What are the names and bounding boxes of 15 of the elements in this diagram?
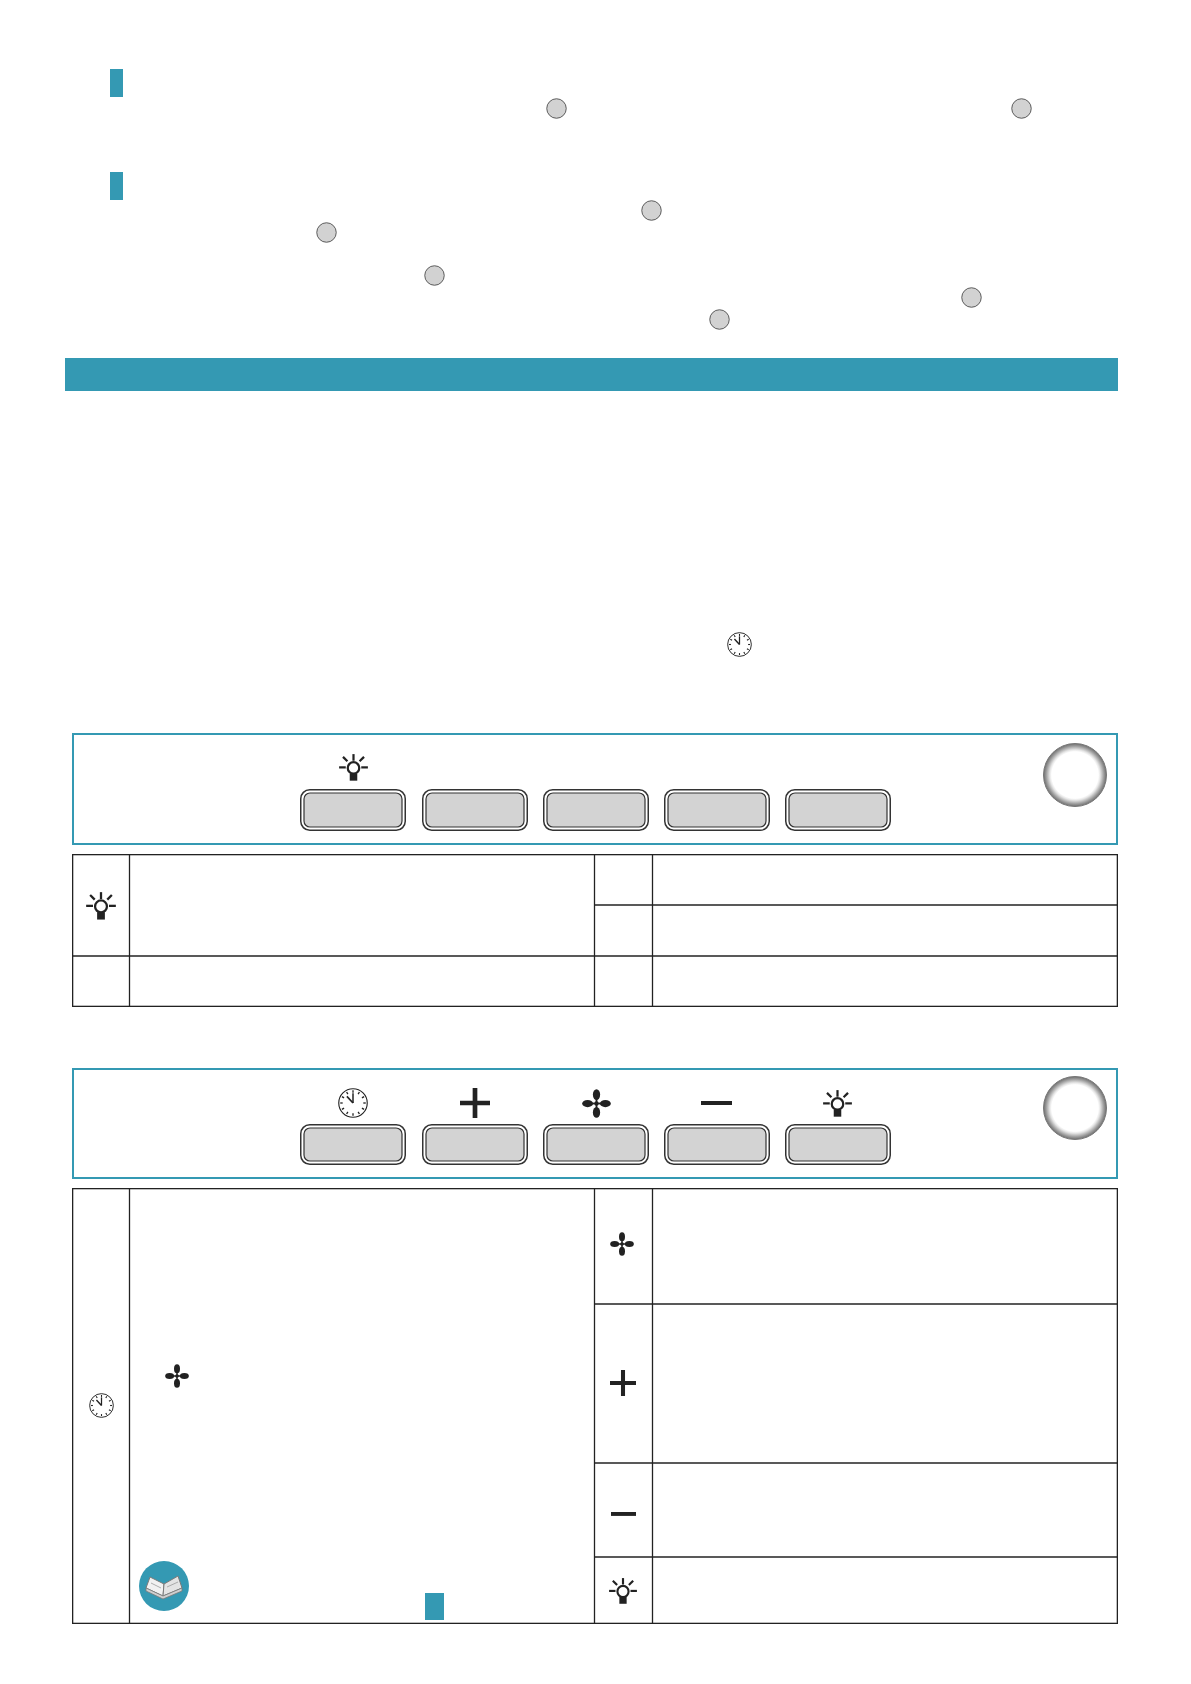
panel-button [300, 1124, 406, 1165]
panel-button [785, 1124, 891, 1165]
panel-button [664, 1124, 770, 1165]
control-panel [72, 733, 1118, 845]
panel-button [785, 789, 891, 831]
heading-band [65, 358, 1118, 391]
panel-button [421, 789, 528, 831]
panel-button [300, 789, 406, 831]
panel-button [543, 789, 649, 831]
panel-button [664, 789, 770, 831]
control-knob [1043, 1076, 1107, 1140]
panel-button [543, 1124, 649, 1165]
panel-button [421, 1124, 528, 1165]
control-panel [72, 1068, 1118, 1179]
control-knob [1043, 743, 1107, 807]
